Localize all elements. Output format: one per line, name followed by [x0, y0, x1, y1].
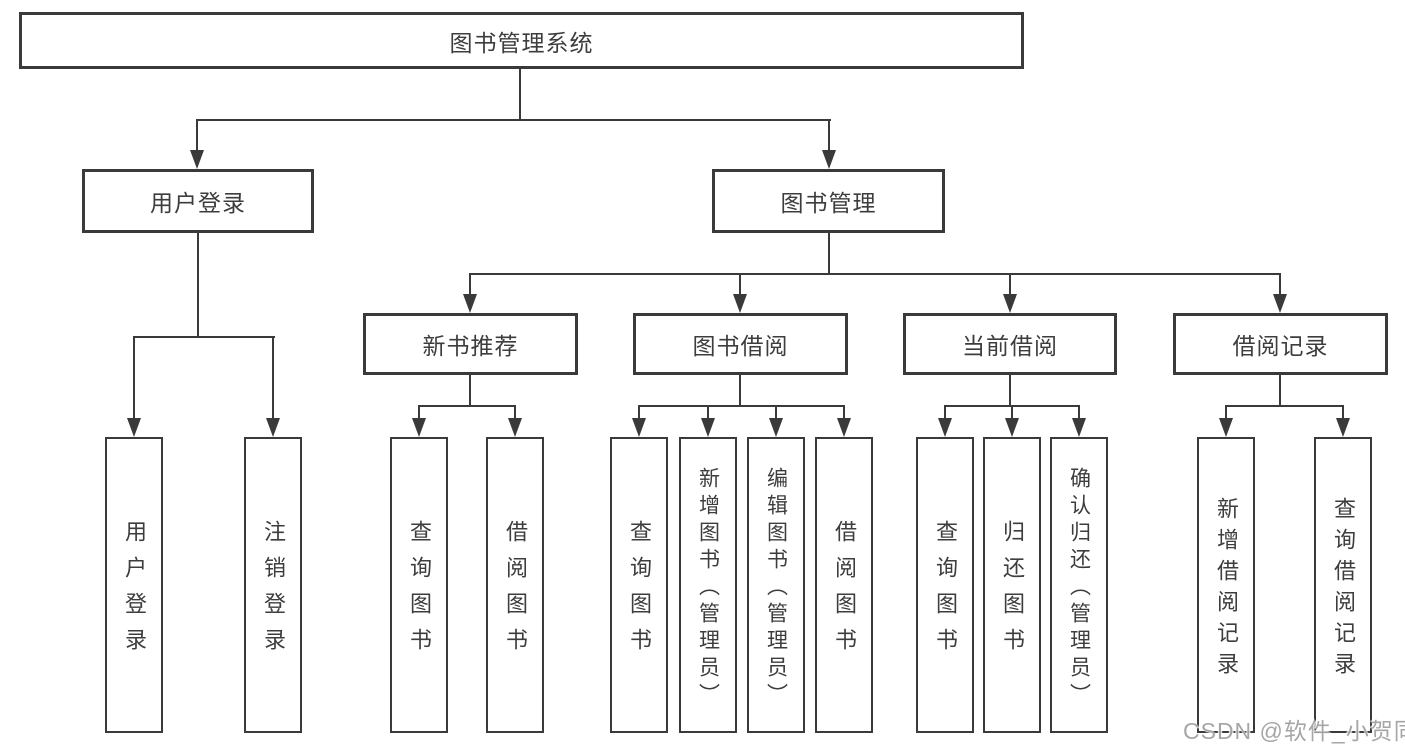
arrow-down-icon: [463, 294, 477, 313]
connector-line: [828, 233, 830, 275]
node-label: 归还图书: [1000, 520, 1025, 664]
connector-line: [1279, 375, 1281, 406]
connector-line: [418, 405, 420, 421]
node-label: 查询借阅记录: [1331, 496, 1356, 683]
node-label: 查询图书: [407, 520, 432, 664]
connector-line: [1225, 405, 1344, 407]
node-label: 新书推荐: [422, 333, 519, 359]
node-label: 图书管理: [780, 190, 877, 216]
node-leaf-add-book-admin: 新增图书（管理员）: [679, 437, 737, 733]
connector-line: [469, 375, 471, 406]
connector-line: [133, 336, 135, 421]
connector-line: [828, 119, 830, 153]
arrow-down-icon: [769, 418, 783, 437]
node-label: 图书借阅: [692, 333, 789, 359]
node-book-borrowing: 图书借阅: [633, 313, 848, 375]
node-label: 确认归还（管理员）: [1067, 466, 1091, 710]
connector-line: [638, 405, 640, 421]
arrow-down-icon: [190, 150, 204, 169]
node-label: 当前借阅: [962, 333, 1058, 359]
node-label: 新增图书（管理员）: [696, 466, 720, 710]
connector-line: [739, 273, 741, 296]
node-leaf-borrow-books-1: 借阅图书: [486, 437, 544, 733]
connector-line: [196, 119, 198, 153]
connector-line: [1011, 405, 1013, 421]
node-label: 注销登录: [261, 520, 286, 664]
node-label: 用户登录: [122, 520, 147, 664]
node-leaf-query-books-3: 查询图书: [916, 437, 974, 733]
connector-line: [1078, 405, 1080, 421]
arrow-down-icon: [938, 418, 952, 437]
csdn-watermark: CSDN @软件_小贺同学: [1183, 718, 1405, 744]
node-leaf-query-books-2: 查询图书: [610, 437, 668, 733]
arrow-down-icon: [837, 418, 851, 437]
connector-line: [1009, 273, 1011, 296]
node-leaf-query-books-1: 查询图书: [390, 437, 448, 733]
connector-line: [469, 273, 471, 296]
node-current-borrowing: 当前借阅: [903, 313, 1117, 375]
connector-line: [133, 336, 275, 338]
node-leaf-add-borrow-record: 新增借阅记录: [1197, 437, 1255, 733]
connector-line: [470, 273, 1281, 275]
node-leaf-borrow-books-2: 借阅图书: [815, 437, 873, 733]
arrow-down-icon: [1005, 418, 1019, 437]
arrow-down-icon: [701, 418, 715, 437]
arrow-down-icon: [1072, 418, 1086, 437]
connector-line: [197, 233, 199, 338]
connector-line: [418, 405, 516, 407]
node-book-management: 图书管理: [712, 169, 945, 233]
node-leaf-user-login: 用户登录: [105, 437, 163, 733]
arrow-down-icon: [1003, 294, 1017, 313]
arrow-down-icon: [1273, 294, 1287, 313]
arrow-down-icon: [1336, 418, 1350, 437]
connector-line: [1225, 405, 1227, 421]
connector-line: [1342, 405, 1344, 421]
node-leaf-query-borrow-record: 查询借阅记录: [1314, 437, 1372, 733]
node-label: 用户登录: [150, 190, 246, 216]
node-label: 查询图书: [627, 520, 652, 664]
node-library-management-system: 图书管理系统: [19, 12, 1024, 69]
node-label: 编辑图书（管理员）: [764, 466, 788, 710]
connector-line: [1279, 273, 1281, 296]
node-label: 图书管理系统: [449, 29, 594, 56]
node-label: 借阅图书: [832, 520, 857, 664]
node-label: 借阅图书: [503, 520, 528, 664]
connector-line: [944, 405, 946, 421]
connector-line: [519, 69, 521, 120]
connector-line: [775, 405, 777, 421]
node-leaf-logout: 注销登录: [244, 437, 302, 733]
connector-line: [272, 336, 274, 421]
arrow-down-icon: [632, 418, 646, 437]
arrow-down-icon: [822, 150, 836, 169]
arrow-down-icon: [508, 418, 522, 437]
node-borrowing-records: 借阅记录: [1173, 313, 1388, 375]
connector-line: [514, 405, 516, 421]
connector-line: [197, 119, 831, 121]
node-label: 新增借阅记录: [1214, 496, 1239, 683]
arrow-down-icon: [733, 294, 747, 313]
connector-line: [638, 405, 845, 407]
node-user-login: 用户登录: [82, 169, 314, 233]
connector-line: [707, 405, 709, 421]
connector-line: [843, 405, 845, 421]
arrow-down-icon: [127, 418, 141, 437]
node-leaf-edit-book-admin: 编辑图书（管理员）: [747, 437, 805, 733]
arrow-down-icon: [266, 418, 280, 437]
node-label: 借阅记录: [1232, 333, 1329, 359]
node-label: 查询图书: [933, 520, 958, 664]
node-new-book-recommendation: 新书推荐: [363, 313, 578, 375]
arrow-down-icon: [412, 418, 426, 437]
node-leaf-confirm-return-admin: 确认归还（管理员）: [1050, 437, 1108, 733]
connector-line: [739, 375, 741, 406]
arrow-down-icon: [1219, 418, 1233, 437]
connector-line: [1009, 375, 1011, 406]
node-leaf-return-book: 归还图书: [983, 437, 1041, 733]
